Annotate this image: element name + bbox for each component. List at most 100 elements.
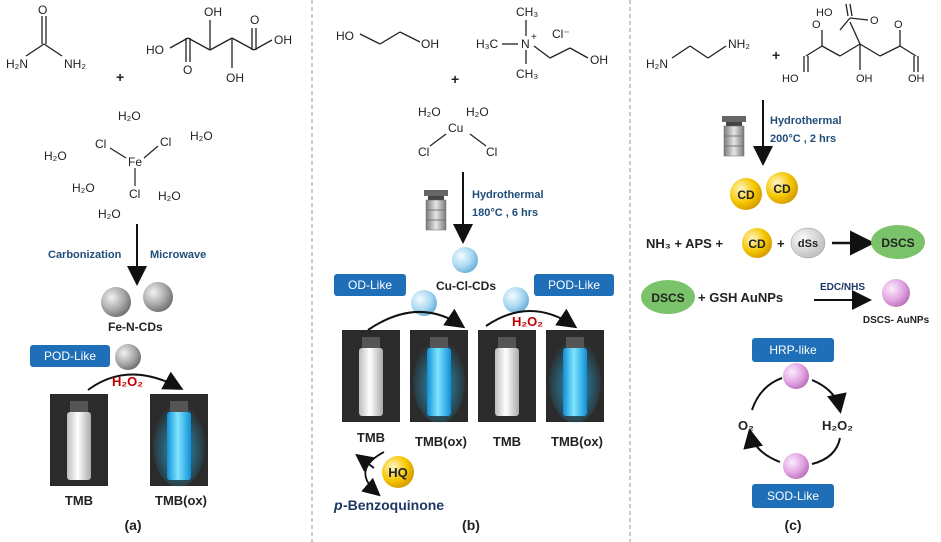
- vial-tmbox-b1: [410, 330, 468, 423]
- water-a1: H₂O: [118, 109, 141, 123]
- plus-c1: +: [772, 47, 780, 63]
- cd-sphere-eq1: [742, 228, 772, 258]
- tartaric-oh-bottom: OH: [226, 71, 244, 85]
- tartaric-oh-right: OH: [274, 33, 292, 47]
- panel-label-a: (a): [124, 517, 141, 533]
- h2o2-label-a: H₂O₂: [112, 374, 143, 389]
- water-b1: H₂O: [418, 105, 441, 119]
- panel-label-c: (c): [784, 517, 801, 533]
- choline-charge: +: [531, 32, 537, 43]
- cycle-arc-left: [743, 428, 781, 463]
- urea-nh2: NH₂: [64, 57, 86, 71]
- tmb-label-a: TMB: [65, 493, 93, 508]
- dscs-label-1: DSCS: [881, 236, 914, 250]
- cycle-arc-top-left: [751, 377, 783, 411]
- od-catalyst-sphere: [411, 290, 437, 316]
- tartaric-oh-top: OH: [204, 5, 222, 19]
- fe-n-cds-label: Fe-N-CDs: [108, 320, 163, 334]
- dss-sphere: [790, 227, 826, 259]
- reaction-arc-a: [87, 371, 184, 391]
- reaction-arc-b2: [485, 308, 578, 329]
- cycle-arc-right: [811, 379, 847, 414]
- tmb-label-b1: TMB: [357, 430, 385, 445]
- citric-oh-center: OH: [856, 73, 873, 85]
- dscs-blob-2: [641, 280, 695, 314]
- water-a4: H₂O: [72, 181, 95, 195]
- hq-sphere: [382, 456, 414, 488]
- autoclave-icon-c: [722, 116, 746, 157]
- pod-like-box-a: [30, 345, 110, 367]
- hydrothermal-label-b: Hydrothermal: [472, 189, 544, 201]
- urea-oxygen: O: [38, 3, 47, 17]
- ethylenediamine-structure: [671, 45, 727, 59]
- fe-cl-2: Cl: [160, 135, 171, 149]
- water-a6: H₂O: [98, 207, 121, 221]
- microwave-label: Microwave: [150, 249, 206, 261]
- pod-like-label-b: POD-Like: [548, 278, 600, 292]
- choline-ch3-bottom: CH₃: [516, 67, 538, 81]
- od-like-box: [334, 274, 406, 296]
- fecl3-bonds: [109, 145, 159, 186]
- cu-cl-2: Cl: [486, 145, 497, 159]
- pod-like-box-b: [534, 274, 614, 296]
- h2o2-label-b: H₂O₂: [512, 314, 543, 329]
- benzoquinone-label: -Benzoquinone: [343, 497, 444, 513]
- water-a2: H₂O: [190, 129, 213, 143]
- fe-atom: Fe: [128, 155, 142, 169]
- citric-ho-left: HO: [782, 73, 799, 85]
- vial-tmbox-a: [150, 394, 208, 487]
- choline-n: N: [521, 37, 530, 51]
- vial-tmb-b2: [478, 330, 536, 422]
- cd-sphere-1: [730, 178, 762, 210]
- dscs-aunps-label: DSCS- AuNPs: [863, 315, 930, 326]
- eq1-plus: +: [777, 236, 785, 251]
- tmb-label-b2: TMB: [493, 434, 521, 449]
- panel-label-b: (b): [462, 517, 480, 533]
- cycle-sphere-top: [783, 363, 809, 389]
- choline-oh: OH: [590, 53, 608, 67]
- vial-tmb-a: [50, 394, 108, 486]
- cu-cl-cd-sphere: [452, 247, 478, 273]
- urea-structure: [25, 16, 63, 57]
- choline-structure: [502, 20, 589, 64]
- water-b2: H₂O: [466, 105, 489, 119]
- hrp-like-label: HRP-like: [769, 343, 817, 357]
- panel-c: H₂N NH₂ + HO O O O HO OH OH: [641, 3, 930, 533]
- eq2-gsh: + GSH AuNPs: [698, 290, 783, 305]
- vial-tmbox-b2: [546, 330, 604, 423]
- eda-nh2: NH₂: [728, 37, 750, 51]
- conditions-label-c: 200°C , 2 hrs: [770, 133, 836, 145]
- citric-acid-structure: [803, 3, 919, 72]
- cycle-sphere-bottom: [783, 453, 809, 479]
- panel-a: O H₂N NH₂ + HO OH O OH O OH H₂O H₂O H₂O …: [6, 3, 292, 533]
- hq-arrow-up: [355, 453, 375, 472]
- pod-catalyst-sphere: [503, 287, 529, 313]
- reaction-arc-b1: [367, 308, 466, 331]
- eq1-reactants: NH₃ + APS +: [646, 236, 723, 251]
- water-a3: H₂O: [44, 149, 67, 163]
- hq-arc: [361, 451, 385, 497]
- cycle-arc-bottom-right: [811, 437, 841, 465]
- dss-label: dSs: [798, 238, 818, 250]
- tartaric-o-bottom: O: [183, 63, 192, 77]
- tartaric-ho: HO: [146, 43, 164, 57]
- carbonization-label: Carbonization: [48, 249, 122, 261]
- hq-label: HQ: [388, 465, 408, 480]
- choline-cl: Cl⁻: [552, 27, 570, 41]
- citric-o-left: O: [812, 19, 821, 31]
- ethylene-glycol-structure: [359, 31, 421, 45]
- cd-sphere-2: [766, 172, 798, 204]
- plus-b1: +: [451, 71, 459, 87]
- vial-tmb-b1: [342, 330, 400, 422]
- glycol-ho: HO: [336, 29, 354, 43]
- fe-cl-3: Cl: [129, 187, 140, 201]
- fe-cl-1: Cl: [95, 137, 106, 151]
- plus-a1: +: [116, 69, 124, 85]
- cu-atom: Cu: [448, 121, 463, 135]
- choline-h3c: H₃C: [476, 37, 499, 51]
- cd-label-1: CD: [737, 188, 755, 202]
- dscs-label-2: DSCS: [651, 291, 684, 305]
- od-like-label: OD-Like: [348, 278, 392, 292]
- edc-nhs-label: EDC/NHS: [820, 282, 865, 293]
